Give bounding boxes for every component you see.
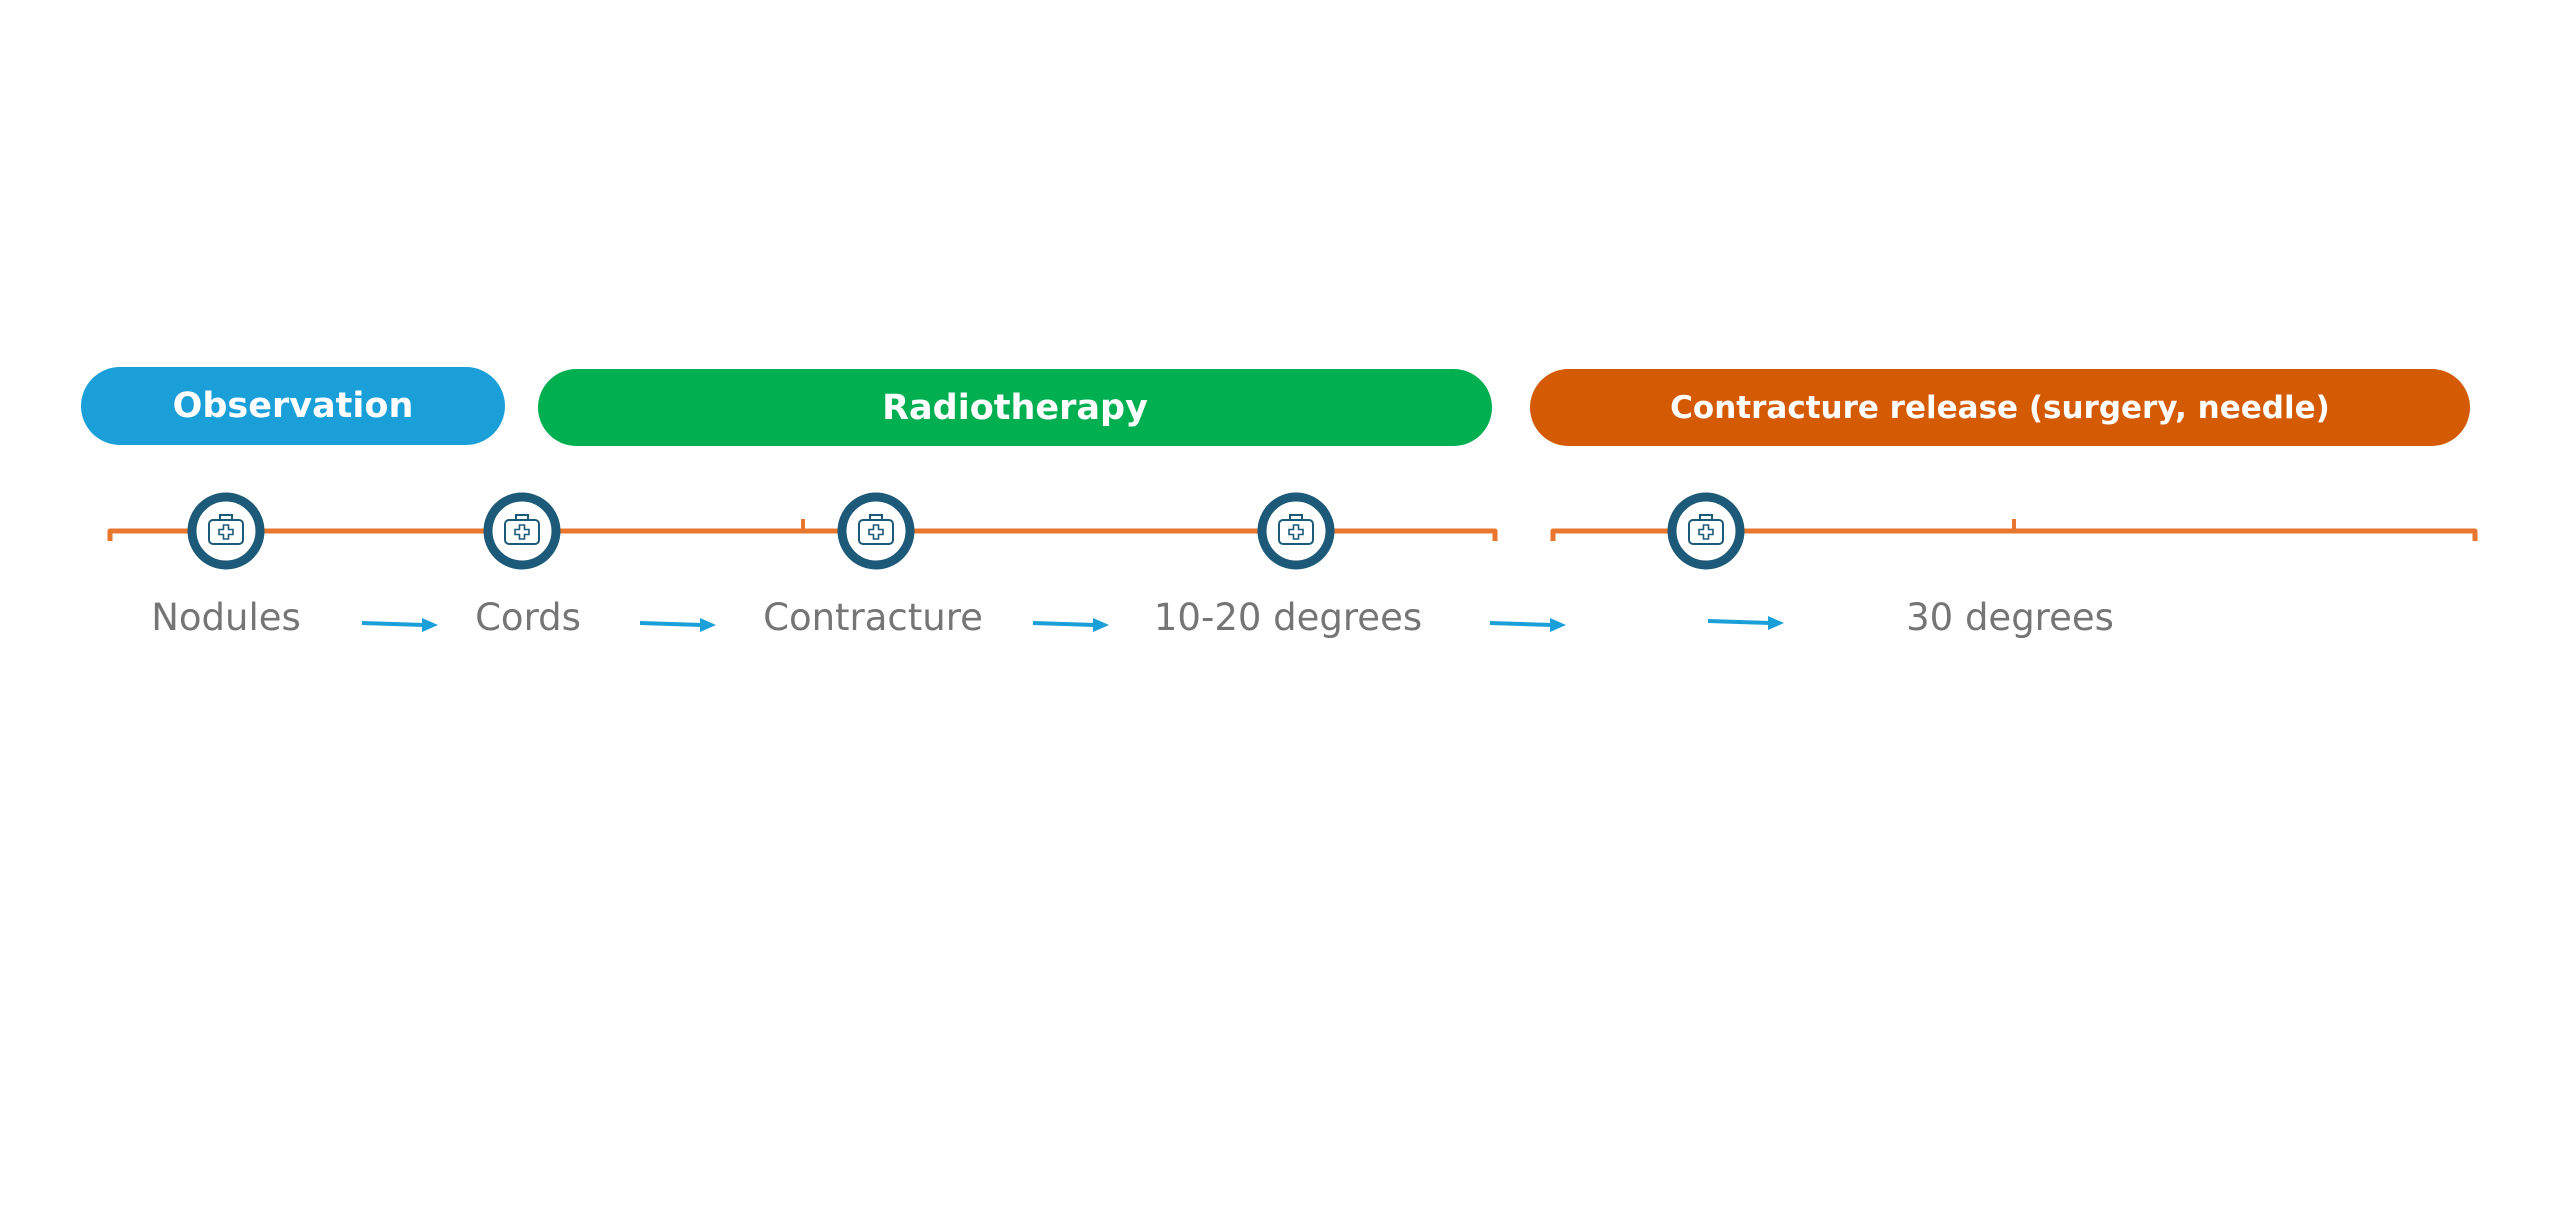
node-medical-kit-icon — [483, 492, 561, 570]
stage-label-cords: Cords — [475, 596, 581, 639]
phase-observation: Observation — [81, 367, 505, 445]
stage-label-30-degrees: 30 degrees — [1906, 596, 2114, 639]
phase-radiotherapy: Radiotherapy — [538, 369, 1492, 446]
arrow-right-icon — [361, 618, 438, 632]
arrow-right-icon — [639, 618, 716, 632]
stage-label-10-20-degrees: 10-20 degrees — [1153, 596, 1423, 639]
node-medical-kit-icon — [1667, 492, 1745, 570]
arrow-right-icon — [1489, 618, 1566, 632]
arrow-right-icon — [1707, 616, 1784, 630]
phase-contracture-release: Contracture release (surgery, needle) — [1530, 369, 2470, 446]
stage-label-nodules: Nodules — [151, 596, 301, 639]
node-medical-kit-icon — [837, 492, 915, 570]
phase-contracture-release-label: Contracture release (surgery, needle) — [1670, 389, 2330, 426]
stage-label-contracture: Contracture — [763, 596, 983, 639]
phase-radiotherapy-label: Radiotherapy — [882, 387, 1148, 428]
phase-observation-label: Observation — [172, 386, 414, 426]
node-medical-kit-icon — [1257, 492, 1335, 570]
arrow-right-icon — [1032, 618, 1109, 632]
node-medical-kit-icon — [187, 492, 265, 570]
